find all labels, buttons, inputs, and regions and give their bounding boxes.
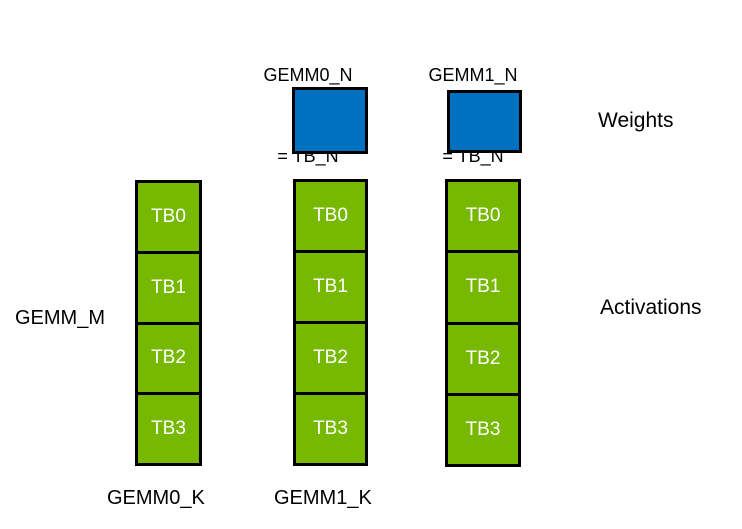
- weights-tile-gemm0: [292, 87, 368, 154]
- tb-cell: TB3: [448, 392, 518, 464]
- activations-column-0: TB0 TB1 TB2 TB3: [135, 180, 202, 466]
- tb-cell: TB3: [296, 392, 365, 463]
- gemm1-k-label: GEMM1_K: [274, 487, 372, 509]
- gemm1-n-line1: GEMM1_N: [428, 65, 518, 85]
- gemm0-k-label: GEMM0_K: [107, 487, 205, 509]
- weights-label: Weights: [598, 109, 674, 132]
- tb-cell: TB2: [296, 321, 365, 392]
- tb-cell: TB0: [448, 182, 518, 251]
- tb-cell: TB1: [296, 250, 365, 321]
- activations-label: Activations: [600, 296, 702, 319]
- tb-cell: TB1: [448, 250, 518, 322]
- activations-column-1: TB0 TB1 TB2 TB3: [293, 179, 368, 466]
- gemm0-n-line1: GEMM0_N: [263, 65, 353, 85]
- tb-cell: TB3: [138, 392, 199, 463]
- tb-cell: TB2: [448, 321, 518, 393]
- weights-tile-gemm1: [447, 90, 522, 153]
- tb-cell: TB2: [138, 321, 199, 393]
- tb-cell: TB1: [138, 250, 199, 322]
- gemm-m-label: GEMM_M: [15, 307, 105, 329]
- tb-cell: TB0: [138, 183, 199, 251]
- tb-cell: TB0: [296, 182, 365, 250]
- activations-column-2: TB0 TB1 TB2 TB3: [445, 179, 521, 467]
